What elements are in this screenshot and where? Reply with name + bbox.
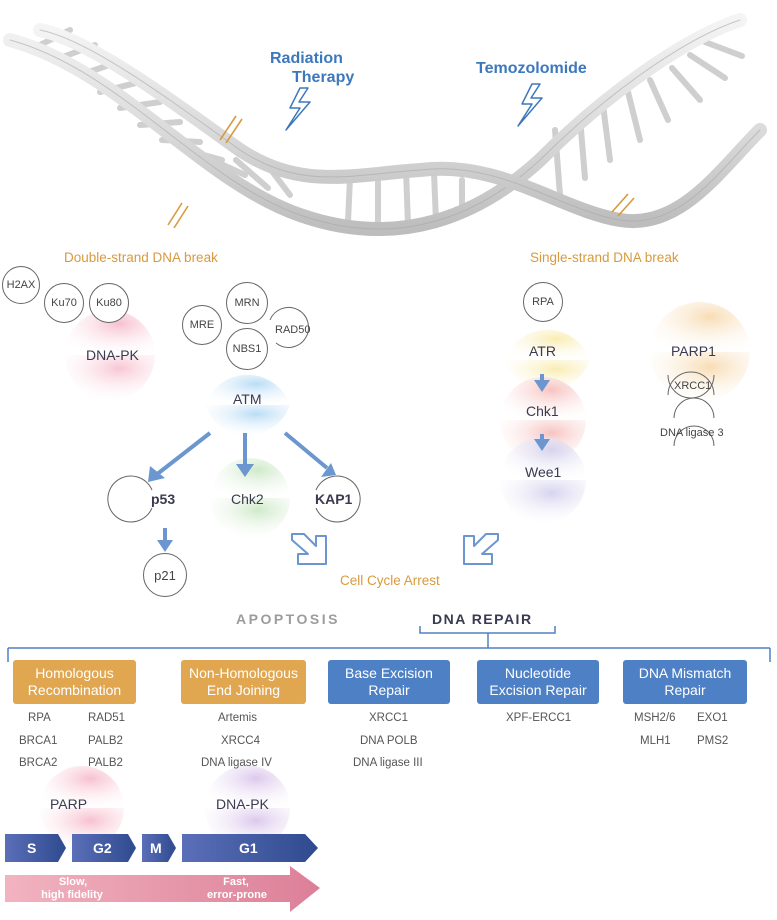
rad50-node: RAD50 — [275, 324, 311, 336]
ber-gene: DNA POLB — [360, 735, 418, 747]
phase-m: M — [150, 840, 162, 856]
xrcc1-node: XRCC1 — [674, 380, 712, 392]
p53-node: p53 — [151, 491, 176, 507]
mmr-gene: PMS2 — [697, 735, 729, 747]
hr-gene: RPA — [28, 712, 51, 724]
nhej-line2: End Joining — [206, 682, 281, 698]
chk2-node: Chk2 — [231, 491, 264, 507]
hr-gene: RAD51 — [88, 712, 126, 724]
slow-label-1: Slow, — [58, 876, 88, 888]
mrn-node: MRN — [226, 282, 268, 324]
nhej-gene: Artemis — [218, 712, 257, 724]
dna-ligase3-node: DNA ligase 3 — [660, 427, 724, 439]
dna-pk-bottom-node: DNA-PK — [216, 796, 269, 812]
radiation-therapy-label-1: Radiation — [270, 50, 343, 67]
double-strand-break-label: Double-strand DNA break — [64, 250, 218, 265]
lightning-icon-radiation — [285, 87, 311, 131]
atm-node: ATM — [233, 391, 262, 407]
mmr-gene: MSH2/6 — [634, 712, 676, 724]
mmr-gene: MLH1 — [640, 735, 671, 747]
ber-line1: Base Excision — [345, 665, 433, 681]
ner-line2: Excision Repair — [489, 682, 587, 698]
lightning-icon-temozolomide — [517, 83, 543, 127]
hr-gene: PALB2 — [88, 757, 123, 769]
hr-gene: PALB2 — [88, 735, 123, 747]
cell-cycle-arrest-label: Cell Cycle Arrest — [340, 573, 440, 588]
mmr-gene: EXO1 — [697, 712, 728, 724]
p21-node: p21 — [143, 553, 187, 597]
nhej-gene: DNA ligase IV — [201, 757, 272, 769]
nbs1-node: NBS1 — [226, 328, 268, 370]
ber-gene: XRCC1 — [369, 712, 408, 724]
atr-node: ATR — [529, 343, 556, 359]
chk1-node: Chk1 — [526, 403, 559, 419]
ber-gene: DNA ligase III — [353, 757, 423, 769]
ku80-node: Ku80 — [89, 283, 129, 323]
single-strand-break-label: Single-strand DNA break — [530, 250, 679, 265]
hr-gene: BRCA2 — [19, 757, 58, 769]
parp1-node: PARP1 — [671, 343, 716, 359]
rpa-node: RPA — [523, 282, 563, 322]
phase-g1: G1 — [239, 840, 258, 856]
nhej-line1: Non-Homologous — [189, 665, 298, 681]
hr-line1: Homologous — [35, 665, 114, 681]
dna-helix-icon — [3, 13, 767, 236]
mre-node: MRE — [182, 305, 222, 345]
apoptosis-label: APOPTOSIS — [236, 611, 340, 627]
phase-s: S — [27, 840, 37, 856]
ner-line1: Nucleotide — [504, 665, 572, 681]
kap1-node: KAP1 — [315, 491, 353, 507]
phase-g2: G2 — [93, 840, 112, 856]
dna-repair-label: DNA REPAIR — [432, 611, 533, 627]
dna-pk-node: DNA-PK — [86, 347, 139, 363]
ber-line2: Repair — [368, 682, 410, 698]
slow-label-2: high fidelity — [41, 889, 103, 901]
mmr-line2: Repair — [664, 682, 706, 698]
fast-label-2: error-prone — [207, 889, 267, 901]
wee1-node: Wee1 — [525, 464, 562, 480]
mmr-line1: DNA Mismatch — [638, 665, 732, 681]
hr-line2: Recombination — [27, 682, 122, 698]
fast-label-1: Fast, — [223, 876, 249, 888]
h2ax-node: H2AX — [2, 266, 40, 304]
hr-gene: BRCA1 — [19, 735, 58, 747]
nhej-gene: XRCC4 — [221, 735, 260, 747]
radiation-therapy-label-2: Therapy — [292, 69, 355, 86]
ku70-node: Ku70 — [44, 283, 84, 323]
parp-node: PARP — [50, 796, 88, 812]
temozolomide-label: Temozolomide — [476, 60, 587, 77]
ner-gene: XPF-ERCC1 — [506, 712, 572, 724]
